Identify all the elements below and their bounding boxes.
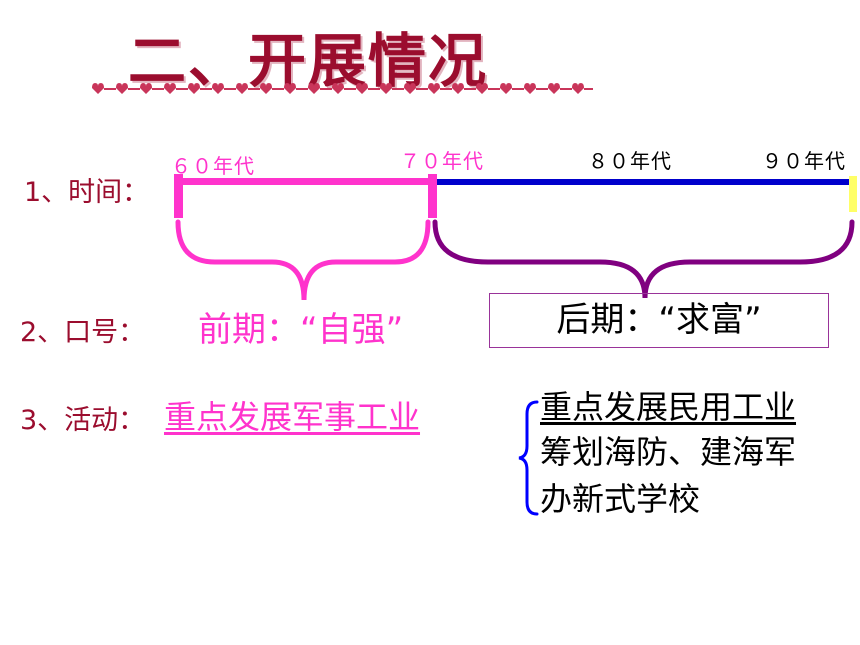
heart-icon xyxy=(428,83,440,94)
heart-icon xyxy=(548,83,560,94)
page-title: 二、开展情况 xyxy=(128,27,489,95)
early-activity: 重点发展军事工业 xyxy=(164,398,421,436)
heart-icon xyxy=(212,83,224,94)
heart-icon xyxy=(452,83,464,94)
heart-icon xyxy=(500,83,512,94)
decade-label-70s: ７０年代 xyxy=(400,149,484,173)
timeline-start-tick xyxy=(174,174,183,218)
late-activity-item: 筹划海防、建海军 xyxy=(540,433,797,471)
early-slogan: 前期：“自强” xyxy=(198,310,404,350)
heart-icon xyxy=(164,83,176,94)
late-activity-item: 重点发展民用工业 xyxy=(540,388,797,426)
timeline-mid-tick xyxy=(428,174,437,218)
timeline-late-segment xyxy=(437,179,852,185)
time-row-label: 1、时间： xyxy=(24,177,150,208)
heart-icon xyxy=(404,83,416,94)
heart-icon xyxy=(380,83,392,94)
heart-icon xyxy=(308,83,320,94)
decade-label-80s: ８０年代 xyxy=(588,149,672,173)
heart-icon xyxy=(284,83,296,94)
late-slogan: 后期：“求富” xyxy=(556,300,762,340)
heart-icon xyxy=(572,83,584,94)
heart-icon xyxy=(476,83,488,94)
heart-icon xyxy=(116,83,128,94)
early-period-bracket xyxy=(175,219,431,301)
heart-chain-divider-icon xyxy=(92,83,593,94)
heart-icon xyxy=(260,83,272,94)
heart-icon xyxy=(236,83,248,94)
heart-icon xyxy=(356,83,368,94)
heart-icon xyxy=(332,83,344,94)
timeline-early-segment xyxy=(176,178,435,185)
timeline-end-tick xyxy=(849,176,857,212)
decade-label-90s: ９０年代 xyxy=(762,149,846,173)
decade-label-60s: ６０年代 xyxy=(171,154,255,178)
late-activities-brace xyxy=(518,400,539,516)
heart-icon xyxy=(524,83,536,94)
activity-row-label: 3、活动： xyxy=(20,405,146,436)
heart-icon xyxy=(92,83,104,94)
slogan-row-label: 2、口号： xyxy=(20,317,146,348)
heart-icon xyxy=(188,83,200,94)
late-activity-item: 办新式学校 xyxy=(540,480,701,518)
heart-icon xyxy=(140,83,152,94)
late-period-bracket xyxy=(432,219,855,299)
late-slogan-box: 后期：“求富” xyxy=(489,293,829,348)
